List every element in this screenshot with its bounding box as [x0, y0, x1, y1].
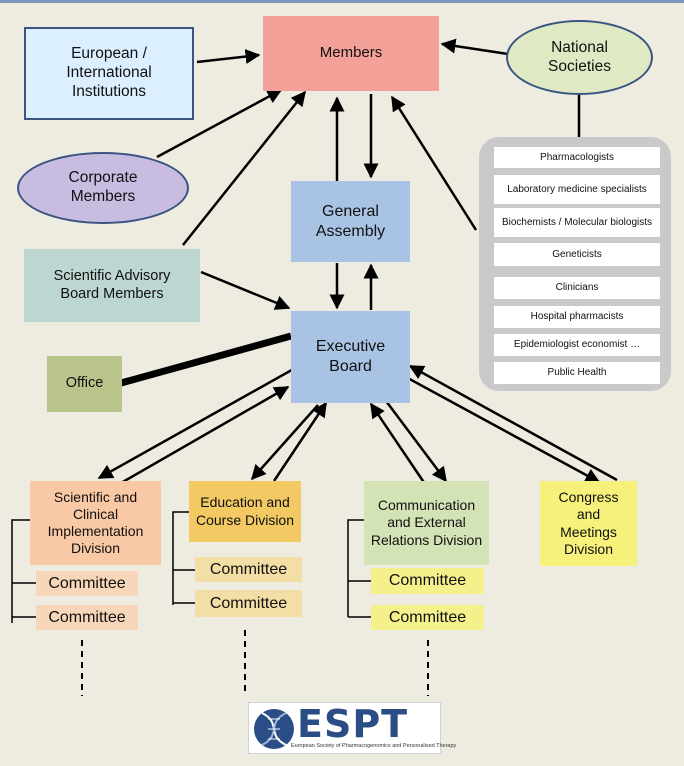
espt-logo: ESPT European Society of Pharmacogenomic… [248, 702, 456, 754]
committee-box: Committee [36, 571, 138, 596]
group-item-pharmacologists: Pharmacologists [494, 147, 660, 168]
corporate-members-ellipse: Corporate Members [17, 152, 189, 224]
scientific-clinical-division-box: Scientific and Clinical Implementation D… [30, 481, 161, 565]
education-committee-bracket [172, 511, 189, 605]
arrow-societies-to-members [440, 38, 509, 56]
group-item-hospital-pharmacists: Hospital pharmacists [494, 306, 660, 328]
arrow-board-to-scientific [97, 360, 307, 480]
arrow-board-to-education [251, 404, 319, 481]
scientific-committee-bracket [11, 519, 30, 623]
arrow-scientific-to-board [120, 385, 290, 485]
arrow-corporate-to-members [156, 88, 283, 159]
arrow-group-to-members [390, 95, 478, 231]
executive-board-box: Executive Board [291, 311, 410, 403]
group-item-epidemiologist: Epidemiologist economist … [494, 334, 660, 356]
arrow-communication-to-board [369, 402, 427, 485]
arrow-advisory-to-board [200, 270, 291, 310]
arrow-advisory-to-members [182, 90, 306, 246]
committee-box: Committee [371, 605, 484, 630]
logo-wordmark: ESPT [297, 702, 409, 746]
communication-committee-bracket [347, 519, 364, 617]
committee-box: Committee [36, 605, 138, 630]
committee-box: Committee [195, 590, 302, 617]
arrow-education-to-board [272, 401, 328, 482]
logo-subtitle: European Society of Pharmacogenomics and… [291, 743, 457, 749]
group-item-biochemists: Biochemists / Molecular biologists [494, 208, 660, 237]
european-institutions-box: European / International Institutions [24, 27, 194, 120]
education-course-division-box: Education and Course Division [189, 481, 301, 542]
group-item-public-health: Public Health [494, 362, 660, 384]
committee-box: Committee [371, 568, 484, 594]
committee-box: Committee [195, 557, 302, 582]
group-item-laboratory-medicine: Laboratory medicine specialists [494, 175, 660, 204]
scientific-advisory-board-box: Scientific Advisory Board Members [24, 249, 200, 322]
arrow-board-to-communication [385, 400, 447, 483]
communication-division-box: Communication and External Relations Div… [364, 481, 489, 565]
national-societies-ellipse: National Societies [506, 20, 653, 95]
arrow-congress-to-board [408, 364, 618, 482]
arrow-board-to-congress [403, 374, 601, 484]
arrow-institutions-to-members [196, 49, 261, 64]
group-item-geneticists: Geneticists [494, 243, 660, 266]
group-item-clinicians: Clinicians [494, 277, 660, 299]
general-assembly-box: General Assembly [291, 181, 410, 262]
congress-meetings-division-box: Congress and Meetings Division [540, 481, 637, 566]
office-box: Office [47, 356, 122, 412]
dna-helix-icon [254, 709, 294, 749]
members-box: Members [263, 16, 439, 91]
office-board-link [120, 332, 292, 387]
